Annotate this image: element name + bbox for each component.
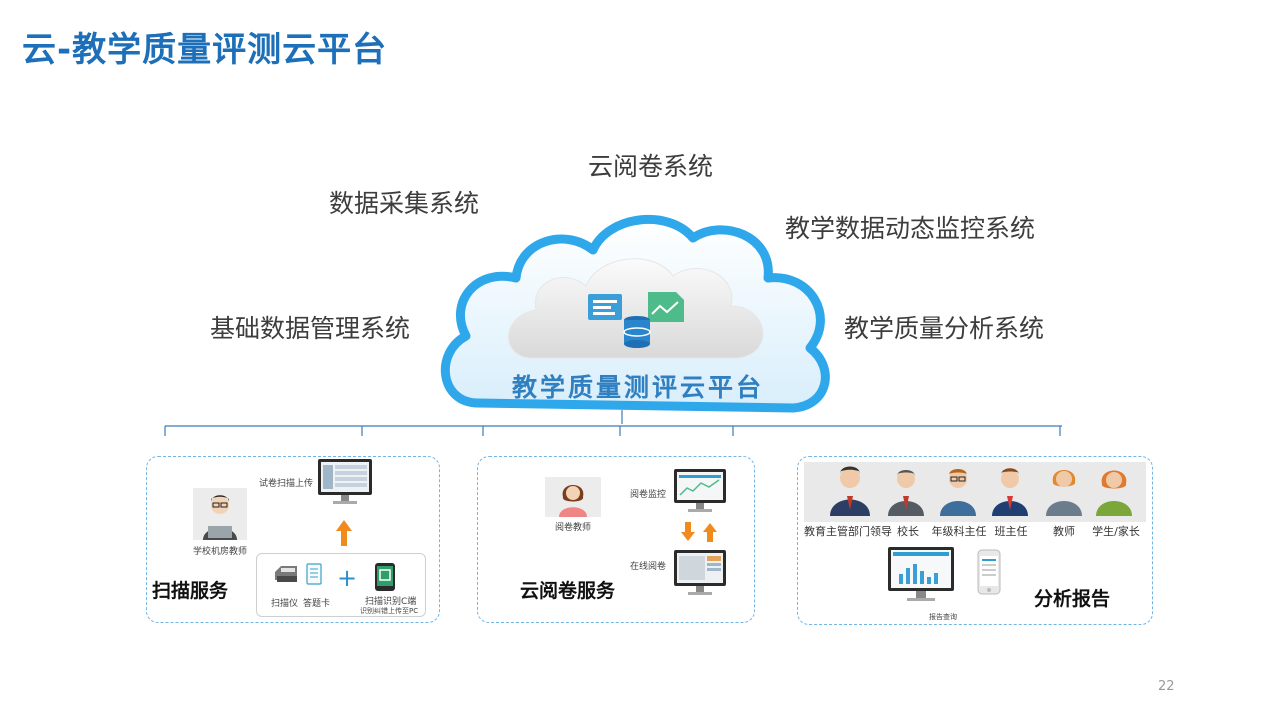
cloud-platform-graphic — [440, 214, 830, 413]
role-label-education-official: 教育主管部门领导 — [804, 525, 892, 538]
report-phone-icon — [977, 549, 1001, 595]
teacher-avatar-icon — [193, 488, 247, 540]
scan-devices-box — [256, 553, 426, 617]
role-label-principal: 校长 — [897, 525, 919, 538]
system-label-data-collection: 数据采集系统 — [329, 189, 480, 218]
grade-director-avatar-icon — [940, 469, 976, 516]
system-label-cloud-reading: 云阅卷系统 — [588, 152, 714, 181]
page-number: 22 — [1158, 679, 1175, 694]
answer-card-label: 答题卡 — [303, 599, 331, 609]
answer-card-icon — [306, 563, 322, 585]
system-label-quality-analysis: 教学质量分析系统 — [844, 314, 1045, 343]
official-avatar-icon — [830, 466, 870, 516]
role-label-grade-director: 年级科主任 — [931, 525, 987, 538]
reading-teacher-avatar-icon — [545, 477, 601, 517]
document-icon — [588, 294, 622, 320]
class-teacher-avatar-icon — [992, 468, 1028, 516]
scan-client-label: 扫描识别C端 — [365, 597, 417, 607]
reading-teacher-label: 阅卷教师 — [555, 523, 592, 533]
online-reading-monitor-icon — [674, 550, 726, 595]
role-label-class-teacher: 班主任 — [994, 525, 1028, 538]
scan-upload-label: 试卷扫描上传 — [259, 479, 314, 489]
principal-avatar-icon — [888, 470, 924, 516]
cloud-inner — [508, 258, 764, 359]
school-teacher-label: 学校机房教师 — [193, 547, 248, 557]
database-icon — [623, 316, 651, 348]
exchange-arrows-icon — [681, 522, 717, 542]
system-label-basic-data: 基础数据管理系统 — [210, 314, 411, 343]
system-label-dynamic-monitoring: 教学数据动态监控系统 — [785, 214, 1036, 243]
role-label-student-parent: 学生/家长 — [1092, 525, 1140, 538]
monitoring-monitor-icon — [674, 469, 726, 512]
online-reading-label: 在线阅卷 — [630, 562, 667, 572]
teacher-role-avatar-icon — [1046, 470, 1082, 516]
scan-client-sub-label: 识别纠错上传至PC — [360, 607, 419, 615]
report-query-label: 报告查询 — [929, 613, 957, 621]
role-label-teacher: 教师 — [1053, 525, 1075, 538]
scanner-icon — [275, 566, 297, 582]
monitor-icon — [318, 459, 372, 504]
chart-document-icon — [648, 292, 684, 322]
reading-monitor-label: 阅卷监控 — [630, 490, 667, 500]
plus-icon: + — [337, 564, 358, 592]
up-arrow-icon — [336, 520, 352, 546]
report-monitor-icon — [888, 547, 954, 601]
cloud-platform-label: 教学质量测评云平台 — [511, 373, 764, 402]
scan-client-icon — [375, 563, 395, 591]
scanner-label: 扫描仪 — [271, 599, 299, 609]
page-title: 云-教学质量评测云平台 — [22, 30, 388, 70]
connector-lines — [164, 410, 1062, 436]
student-parent-avatar-icon — [1096, 470, 1132, 516]
scan-service-title: 扫描服务 — [152, 580, 229, 602]
report-service-title: 分析报告 — [1034, 588, 1111, 610]
reading-service-title: 云阅卷服务 — [520, 580, 616, 602]
